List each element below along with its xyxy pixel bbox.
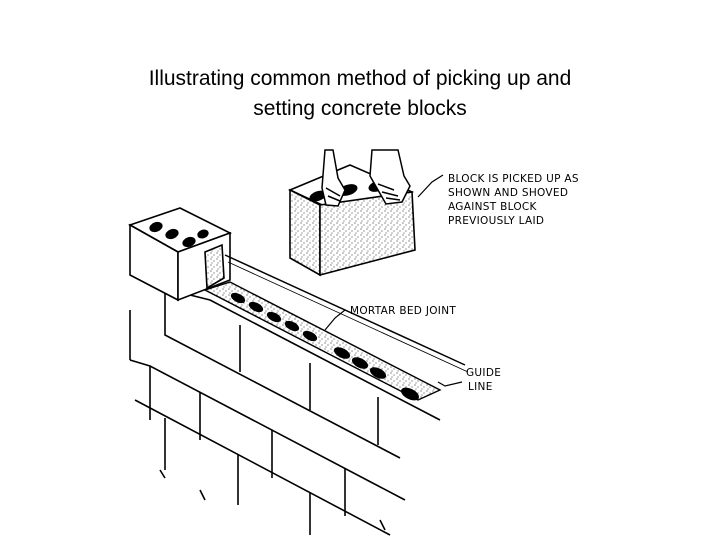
- slide-title-line-2: setting concrete blocks: [253, 97, 467, 120]
- callout-leaders: [324, 174, 463, 387]
- callout-block-picked-up: BLOCK IS PICKED UP AS SHOWN AND SHOVED A…: [448, 173, 579, 227]
- lower-wall-courses: [129, 284, 441, 536]
- callout-block-line-1: BLOCK IS PICKED UP AS: [448, 173, 579, 185]
- slide-title-line-1: Illustrating common method of picking up…: [148, 67, 572, 90]
- callout-block-line-2: SHOWN AND SHOVED: [448, 187, 568, 199]
- callout-guide-line-1: GUIDE: [466, 367, 501, 379]
- corner-block: [128, 207, 233, 302]
- callout-guide-line: GUIDE LINE: [466, 367, 501, 393]
- callout-guide-line-2: LINE: [468, 381, 493, 393]
- hands-icon: [321, 149, 411, 207]
- slide-title: Illustrating common method of picking up…: [60, 64, 660, 124]
- mortar-bed-joint: [203, 281, 442, 401]
- callout-block-line-3: AGAINST BLOCK: [448, 201, 538, 213]
- callout-mortar-bed-joint: MORTAR BED JOINT: [350, 305, 456, 317]
- callout-block-line-4: PREVIOUSLY LAID: [448, 215, 544, 227]
